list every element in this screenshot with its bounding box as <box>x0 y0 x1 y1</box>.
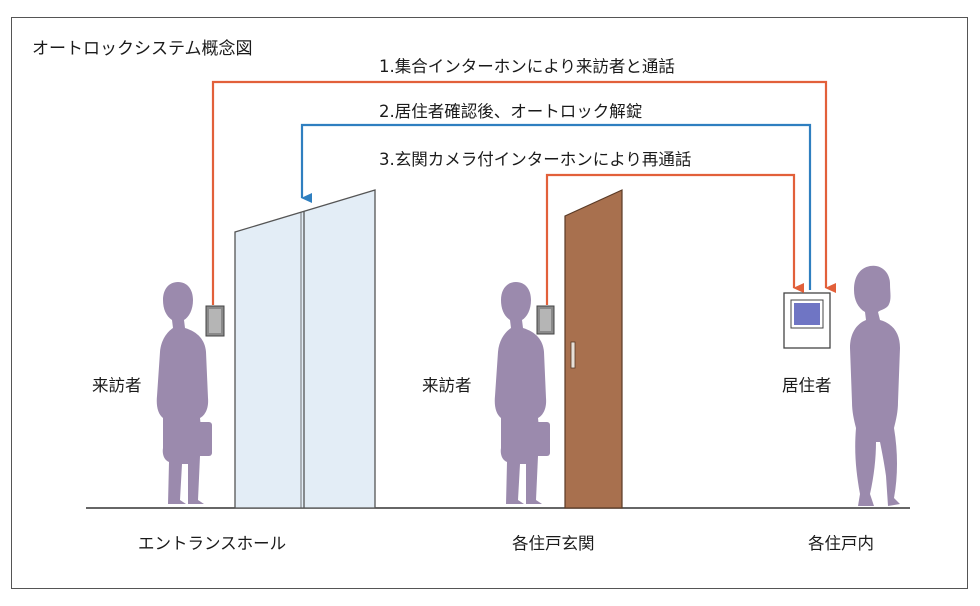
unit-entrance-label: 各住戸玄関 <box>512 534 595 553</box>
hall-intercom-icon <box>205 305 225 337</box>
glass-doors <box>234 189 376 509</box>
visitor-hall-label: 来訪者 <box>92 376 142 395</box>
unit-inside-label: 各住戸内 <box>808 534 874 553</box>
step2-line <box>300 123 812 290</box>
step1-label: 1.集合インターホンにより来訪者と通話 <box>379 57 675 76</box>
resident-label: 居住者 <box>782 376 832 395</box>
step1-line <box>211 80 836 305</box>
visitor-hall-figure <box>156 282 212 504</box>
visitor-door-label: 来訪者 <box>422 376 472 395</box>
door-intercom-icon <box>536 305 555 335</box>
step3-line <box>545 173 804 305</box>
indoor-monitor-icon <box>783 292 831 349</box>
resident-figure <box>850 265 900 506</box>
step3-label: 3.玄関カメラ付インターホンにより再通話 <box>379 150 692 169</box>
wooden-door <box>564 189 623 509</box>
step2-label: 2.居住者確認後、オートロック解錠 <box>379 102 643 121</box>
diagram-title: オートロックシステム概念図 <box>32 39 253 59</box>
entrance-hall-label: エントランスホール <box>138 534 287 553</box>
